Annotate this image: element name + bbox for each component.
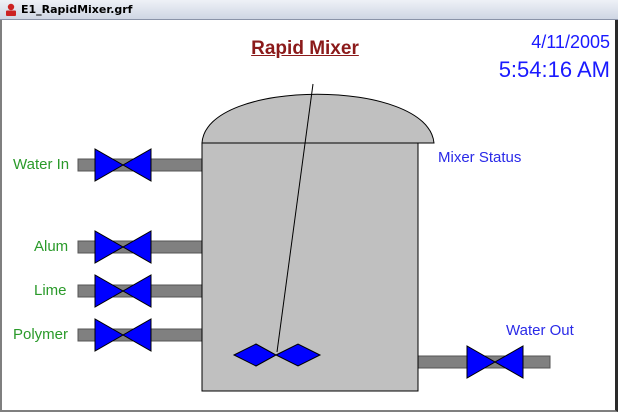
- app-icon: [6, 3, 16, 16]
- time-display: 5:54:16 AM: [498, 57, 610, 82]
- inlet-label-lime: Lime: [34, 282, 67, 299]
- mixer-status-label: Mixer Status: [438, 149, 522, 166]
- window-title: E1_RapidMixer.grf: [21, 3, 133, 16]
- impeller-icon-right[interactable]: [274, 343, 322, 367]
- page-title: Rapid Mixer: [251, 38, 359, 59]
- valve-lime-icon[interactable]: [94, 274, 152, 308]
- tank-dome: [201, 93, 435, 144]
- date-display: 4/11/2005: [531, 32, 610, 52]
- window-titlebar[interactable]: E1_RapidMixer.grf: [0, 0, 618, 20]
- valve-water-out-icon[interactable]: [466, 345, 524, 379]
- inlet-label-water-in: Water In: [13, 156, 70, 173]
- inlet-label-polymer: Polymer: [13, 326, 69, 343]
- inlet-label-alum: Alum: [34, 238, 69, 255]
- valve-polymer-icon[interactable]: [94, 318, 152, 352]
- outlet-label-water-out: Water Out: [506, 322, 574, 339]
- valve-alum-icon[interactable]: [94, 230, 152, 264]
- valve-water-in-icon[interactable]: [94, 148, 152, 182]
- agitator-shaft: [276, 83, 314, 353]
